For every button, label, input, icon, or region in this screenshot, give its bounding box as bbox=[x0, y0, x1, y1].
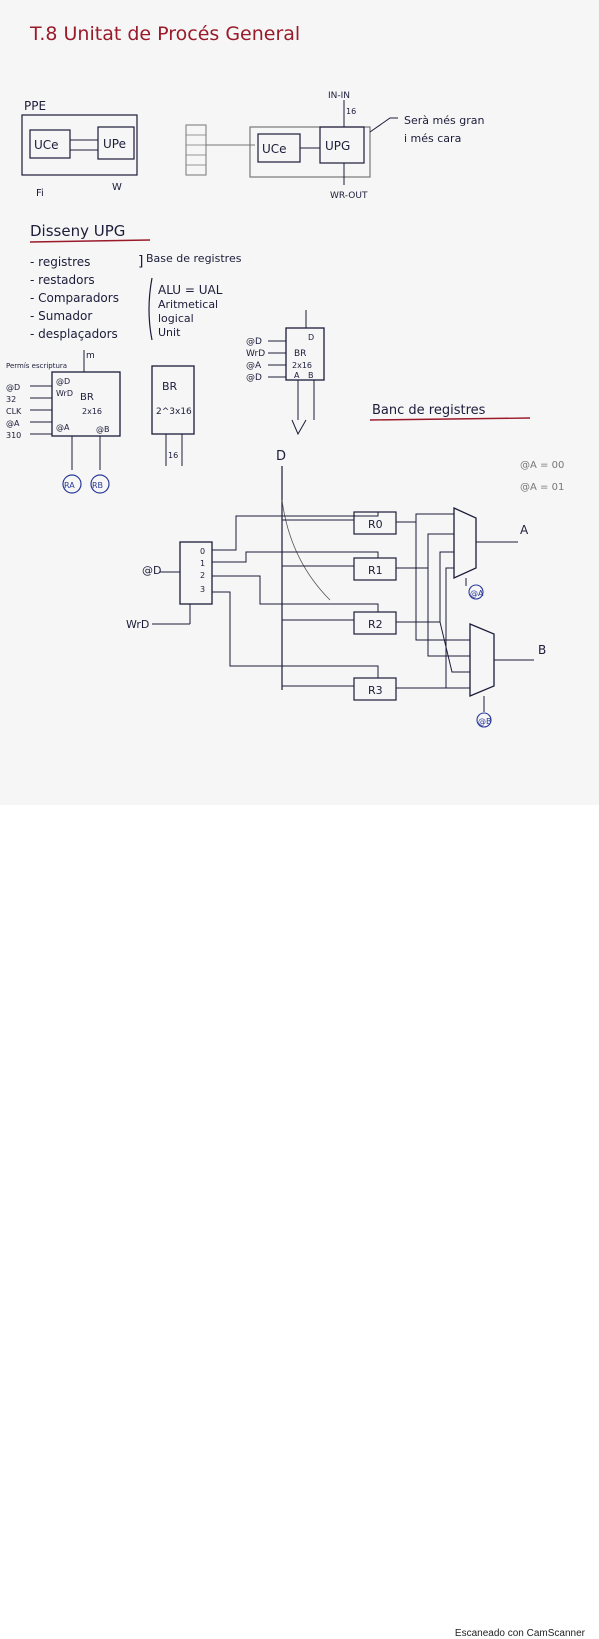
right-br-box bbox=[285, 327, 325, 381]
fi-label: Fi bbox=[36, 188, 44, 199]
svg-text:R2: R2 bbox=[368, 618, 383, 631]
ra-label: RA bbox=[64, 481, 75, 490]
addr-a1: @A = 01 bbox=[520, 482, 564, 493]
svg-text:1: 1 bbox=[200, 559, 205, 568]
alu-sub-1: Aritmetical bbox=[158, 298, 218, 311]
left-inner-1: @D bbox=[56, 377, 70, 386]
left-inner-5: @A bbox=[56, 423, 70, 432]
base-registres: Base de registres bbox=[146, 252, 242, 265]
left-input-2: 32 bbox=[6, 395, 16, 404]
rb-label: RB bbox=[92, 481, 103, 490]
svg-text:3: 3 bbox=[200, 585, 205, 594]
svg-text:0: 0 bbox=[200, 547, 205, 556]
note-line-1: Serà més gran bbox=[404, 114, 484, 127]
uc-left-box bbox=[29, 129, 71, 159]
left-input-3: CLK bbox=[6, 407, 22, 416]
register-r2 bbox=[353, 611, 397, 635]
scanner-watermark: Escaneado con CamScanner bbox=[454, 1628, 585, 1639]
at-d-label: @D bbox=[142, 564, 161, 577]
ppe-box bbox=[21, 114, 138, 176]
design-item-5: - desplaçadors bbox=[30, 327, 118, 341]
scan-footer: Escaneado con CamScanner bbox=[0, 805, 599, 1639]
banc-heading: Banc de registres bbox=[372, 403, 486, 418]
page-title: T.8 Unitat de Procés General bbox=[29, 23, 300, 45]
svg-text:R3: R3 bbox=[368, 684, 383, 697]
at-b-label: @B bbox=[478, 717, 492, 726]
in-width: 16 bbox=[346, 107, 356, 116]
register-r0 bbox=[353, 511, 397, 535]
at-a-label: @A bbox=[470, 589, 484, 598]
in-label: IN-IN bbox=[328, 91, 350, 101]
right-in-3: @A bbox=[246, 361, 262, 371]
right-in-2: WrD bbox=[246, 349, 265, 359]
mux-a bbox=[453, 506, 477, 580]
alu-brace bbox=[148, 277, 153, 341]
upg-box bbox=[319, 126, 365, 164]
register-r3 bbox=[353, 677, 397, 701]
svg-text:R1: R1 bbox=[368, 564, 383, 577]
mux-b-out: B bbox=[538, 643, 546, 657]
register-r1 bbox=[353, 557, 397, 581]
right-inner-4: A bbox=[294, 371, 300, 380]
left-input-4: @A bbox=[6, 419, 20, 428]
design-heading: Disseny UPG bbox=[30, 222, 125, 240]
design-item-4: - Sumador bbox=[30, 309, 92, 323]
mux-b bbox=[469, 623, 495, 697]
br-out: 16 bbox=[168, 451, 178, 460]
left-input-1: @D bbox=[6, 383, 20, 392]
addr-a0: @A = 00 bbox=[520, 460, 564, 471]
bracket-1: ] bbox=[138, 254, 143, 270]
design-underline bbox=[29, 239, 151, 243]
decoder bbox=[179, 541, 213, 605]
alu-label: ALU = UAL bbox=[158, 283, 223, 297]
left-inner-2: WrD bbox=[56, 389, 73, 398]
wr-out-label: WR-OUT bbox=[330, 191, 368, 201]
design-item-3: - Comparadors bbox=[30, 291, 119, 305]
rb-circle bbox=[90, 474, 110, 494]
br-size: 2^3x16 bbox=[156, 407, 192, 417]
bus-d-label: D bbox=[276, 449, 286, 464]
at-b-circle bbox=[476, 712, 492, 728]
right-inner-5: B bbox=[308, 371, 314, 380]
note-line-2: i més cara bbox=[404, 132, 461, 145]
left-inner-6: @B bbox=[96, 425, 110, 434]
left-inner-4: 2x16 bbox=[82, 407, 102, 416]
mux-a-out: A bbox=[520, 523, 529, 537]
at-a-circle bbox=[468, 584, 484, 600]
ra-circle bbox=[62, 474, 82, 494]
svg-text:R0: R0 bbox=[368, 518, 383, 531]
br-box bbox=[151, 365, 195, 435]
design-item-1: - registres bbox=[30, 255, 90, 269]
uc-left-label: UCe bbox=[34, 138, 59, 152]
right-inner-2: BR bbox=[294, 349, 306, 359]
uc-mid-label: UCe bbox=[262, 142, 287, 156]
br-label: BR bbox=[162, 380, 178, 393]
right-inner-3: 2x16 bbox=[292, 361, 312, 370]
upg-label: UPG bbox=[325, 139, 350, 153]
alu-sub-3: Unit bbox=[158, 326, 181, 339]
upe-box bbox=[97, 126, 135, 160]
design-item-2: - restadors bbox=[30, 273, 95, 287]
left-br-box bbox=[51, 371, 121, 437]
left-top-label: m bbox=[86, 351, 95, 361]
w-label: W bbox=[112, 182, 122, 193]
upg-frame bbox=[249, 126, 371, 178]
left-input-5: 310 bbox=[6, 431, 21, 440]
right-in-4: @D bbox=[246, 373, 262, 383]
ppe-label: PPE bbox=[24, 99, 46, 113]
right-in-1: @D bbox=[246, 337, 262, 347]
right-inner-1: D bbox=[308, 333, 314, 342]
memory-stack bbox=[185, 124, 207, 176]
banc-underline bbox=[369, 417, 531, 421]
alu-sub-2: logical bbox=[158, 312, 194, 325]
wrd-label: WrD bbox=[126, 618, 149, 631]
left-inner-3: BR bbox=[80, 392, 94, 403]
handwritten-notes: T.8 Unitat de Procés General PPE UCe UPe… bbox=[6, 23, 564, 728]
upe-label: UPe bbox=[103, 137, 126, 151]
svg-text:2: 2 bbox=[200, 571, 205, 580]
left-write-perm: Permís escriptura bbox=[6, 362, 67, 370]
